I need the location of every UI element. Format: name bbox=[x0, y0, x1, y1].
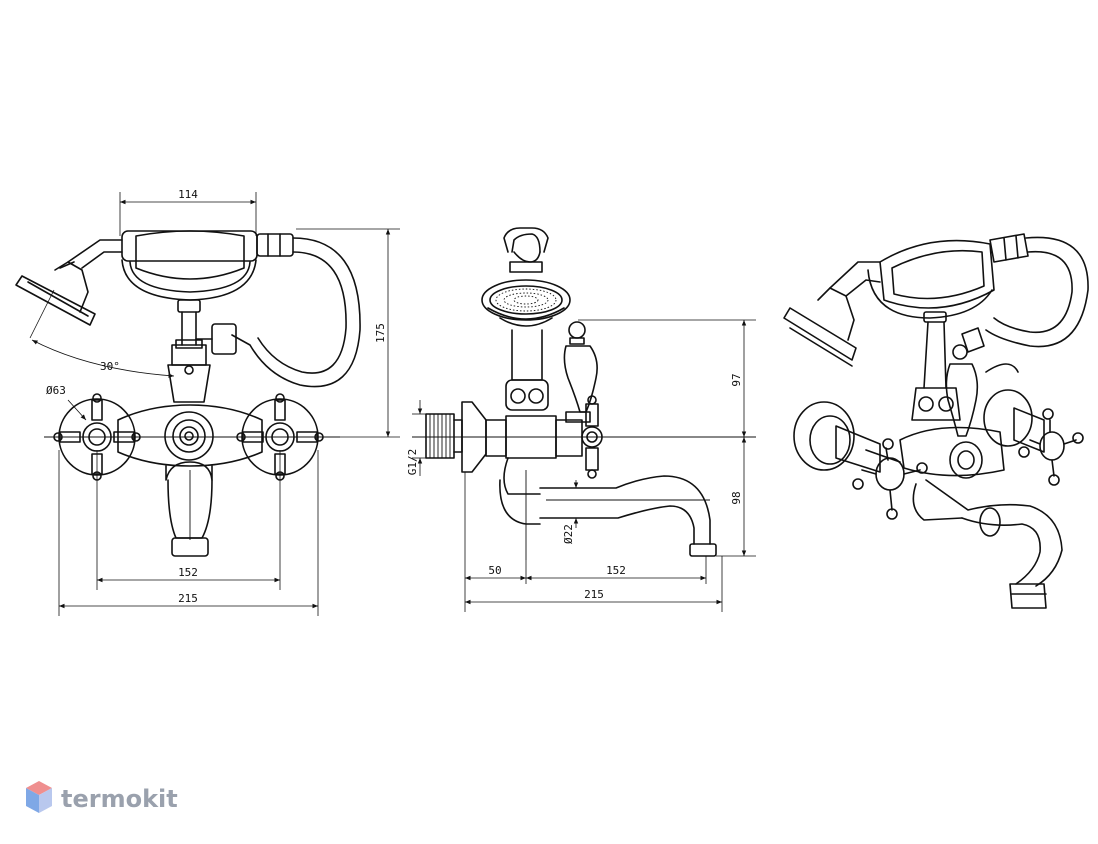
dim-thread: G1/2 bbox=[406, 449, 419, 476]
side-shower-hook bbox=[503, 227, 549, 273]
dim-height-upper: 97 bbox=[730, 373, 743, 386]
dim-spout-length: 152 bbox=[606, 564, 626, 577]
dim-angle: 30° bbox=[100, 360, 120, 373]
brand-logo: termokit bbox=[26, 781, 178, 813]
side-lever bbox=[563, 321, 598, 423]
dim-width-top: 114 bbox=[178, 188, 198, 201]
iso-left-valve bbox=[793, 401, 928, 520]
dim-offset: 50 bbox=[488, 564, 501, 577]
front-hose-connector bbox=[195, 323, 237, 355]
side-view: 97 98 G1/2 Ø22 50 152 215 bbox=[406, 227, 756, 612]
front-shower-head bbox=[15, 239, 123, 326]
front-view: 114 175 30° Ø63 152 215 bbox=[15, 188, 400, 616]
iso-shower-head bbox=[783, 261, 881, 367]
side-spout bbox=[499, 470, 717, 560]
side-shower-head bbox=[481, 279, 571, 327]
dim-height-lower: 98 bbox=[730, 491, 743, 504]
cube-right-face bbox=[39, 788, 52, 813]
front-shower-handle bbox=[121, 230, 294, 301]
dim-overall-width-front: 215 bbox=[178, 592, 198, 605]
cube-logo-icon bbox=[26, 781, 52, 813]
dim-diameter-flange: Ø63 bbox=[46, 384, 66, 397]
front-center-column bbox=[167, 299, 211, 403]
iso-right-valve bbox=[983, 389, 1084, 486]
dim-height-total: 175 bbox=[374, 323, 387, 343]
dim-overall-width-side: 215 bbox=[584, 588, 604, 601]
iso-shower-handle bbox=[867, 233, 1029, 319]
dim-diameter-spout: Ø22 bbox=[562, 524, 575, 544]
isometric-view bbox=[783, 233, 1089, 609]
iso-lever bbox=[945, 344, 979, 437]
cube-left-face bbox=[26, 788, 39, 813]
front-body bbox=[117, 404, 263, 467]
front-hose bbox=[231, 237, 361, 388]
iso-body bbox=[899, 426, 1005, 479]
brand-name: termokit bbox=[61, 785, 178, 813]
side-column bbox=[505, 329, 549, 411]
iso-spout bbox=[912, 479, 1063, 609]
side-body bbox=[485, 395, 603, 495]
dim-center-distance: 152 bbox=[178, 566, 198, 579]
front-spout bbox=[165, 461, 213, 557]
iso-hose bbox=[985, 236, 1089, 348]
iso-column bbox=[911, 311, 1019, 421]
